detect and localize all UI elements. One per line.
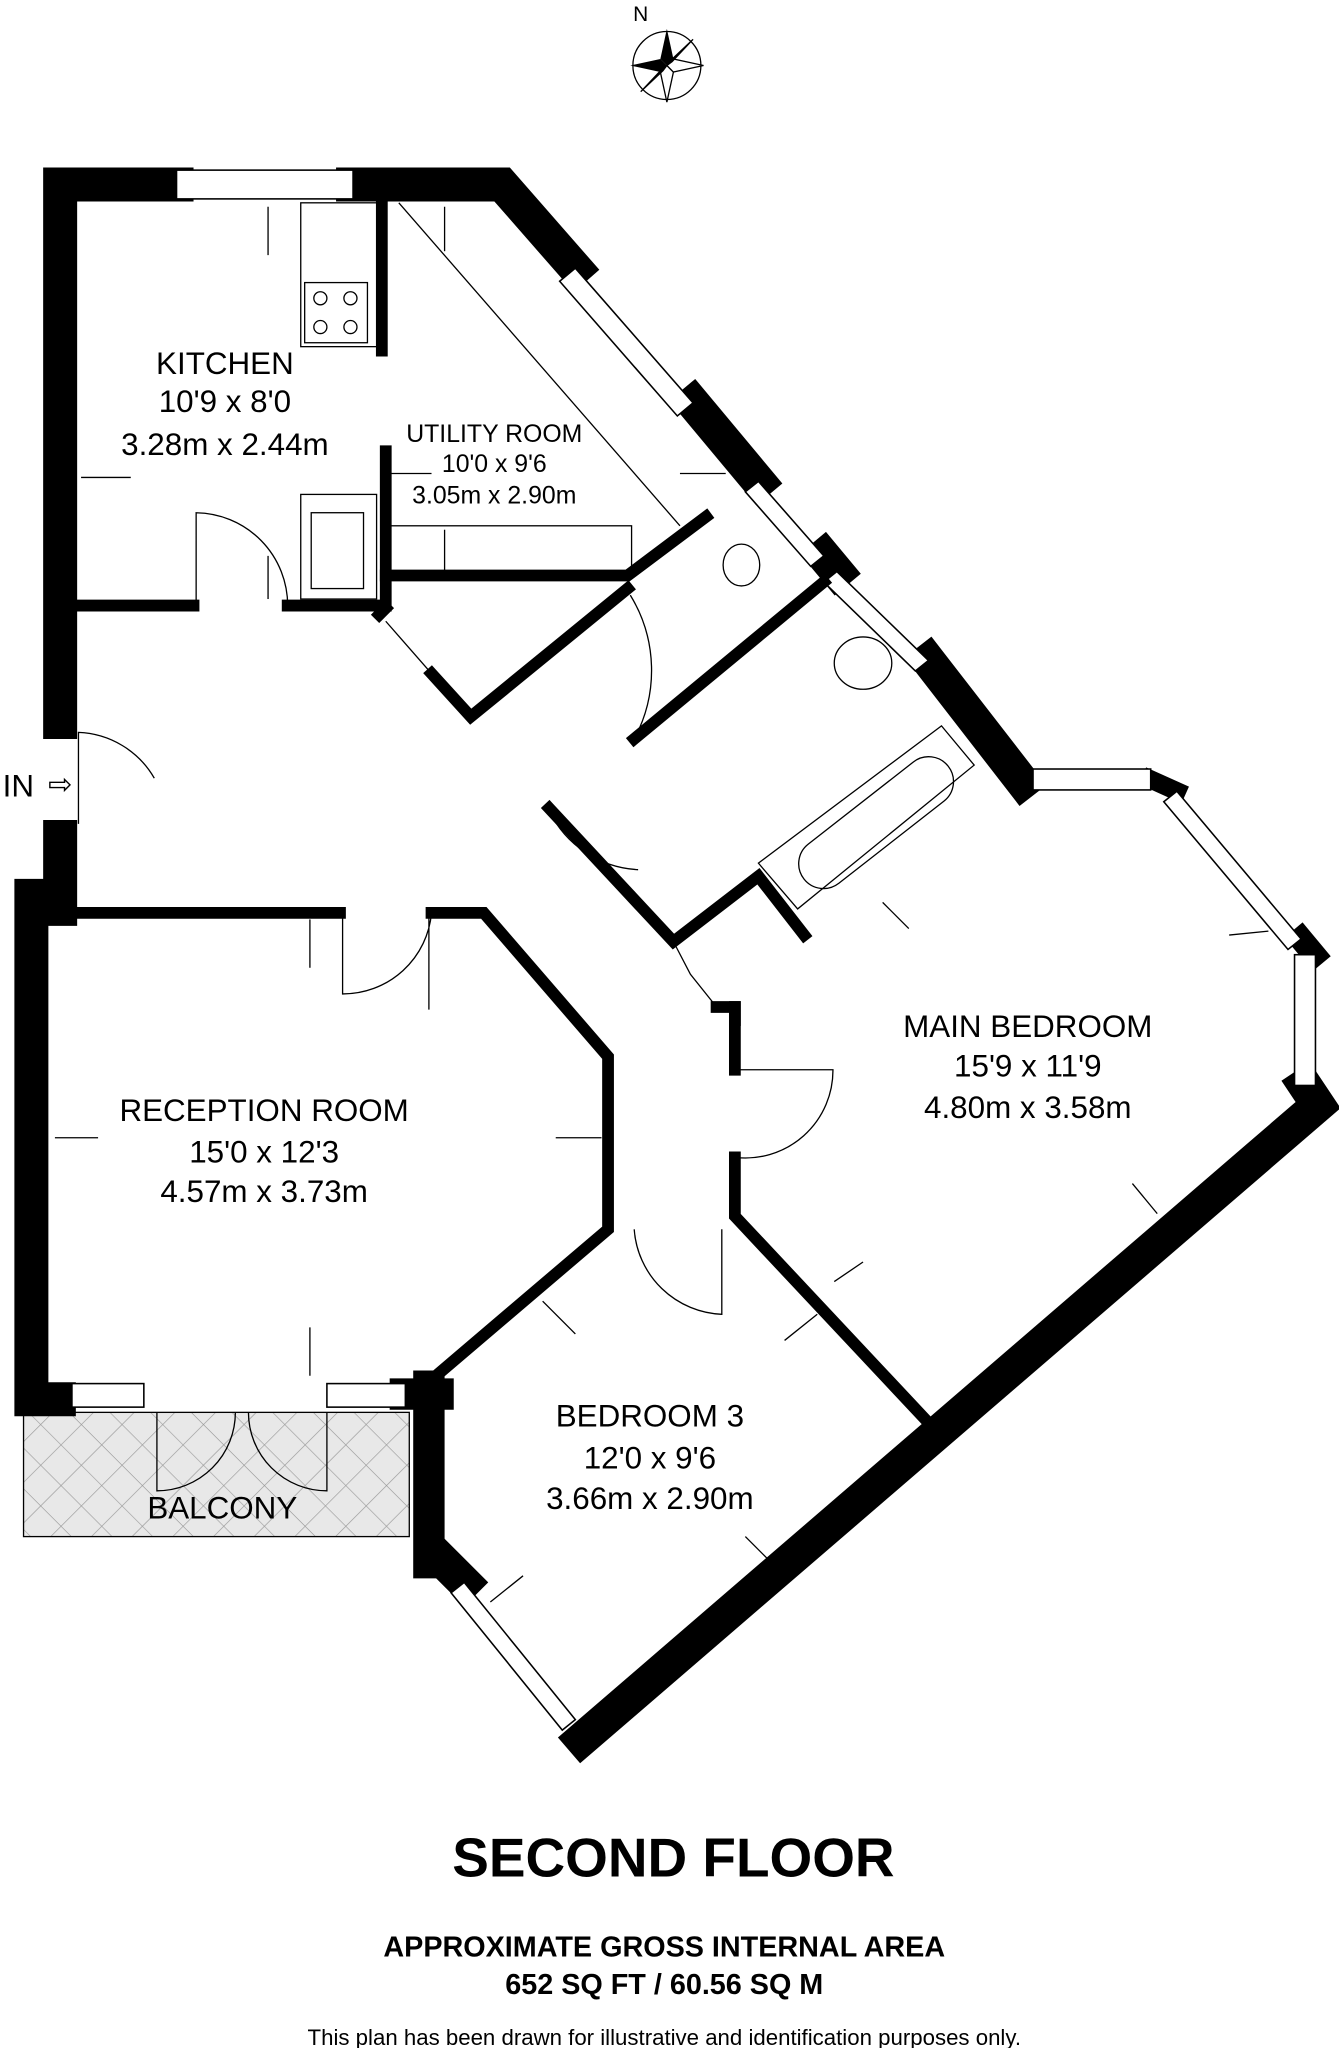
room-size-imperial: 10'0 x 9'6 bbox=[442, 451, 547, 478]
interior-walls bbox=[43, 196, 940, 1434]
disclaimer: This plan has been drawn for illustrativ… bbox=[308, 2025, 1021, 2048]
balcony-area bbox=[22, 1411, 410, 1538]
compass-icon bbox=[630, 28, 704, 103]
bathtub-icon bbox=[757, 724, 976, 910]
room-size-imperial: 15'9 x 11'9 bbox=[954, 1048, 1101, 1083]
area-heading: APPROXIMATE GROSS INTERNAL AREA bbox=[383, 1931, 945, 1963]
room-name: BEDROOM 3 bbox=[556, 1399, 744, 1434]
room-name: MAIN BEDROOM bbox=[903, 1009, 1152, 1044]
room-size-imperial: 12'0 x 9'6 bbox=[584, 1441, 716, 1476]
room-label-balcony: BALCONY bbox=[147, 1490, 297, 1525]
basin-icon bbox=[833, 636, 893, 690]
room-name: UTILITY ROOM bbox=[406, 421, 582, 448]
area-value: 652 SQ FT / 60.56 SQ M bbox=[505, 1969, 823, 2001]
hob-icon bbox=[304, 281, 369, 344]
room-label-utility: UTILITY ROOM 10'0 x 9'6 3.05m x 2.90m bbox=[406, 421, 582, 509]
dimension-arrows bbox=[54, 206, 1269, 1603]
compass-north-label: N bbox=[633, 3, 648, 26]
entrance-arrow-icon: ⇨ bbox=[48, 769, 72, 801]
room-label-bedroom-3: BEDROOM 3 12'0 x 9'6 3.66m x 2.90m bbox=[546, 1399, 754, 1516]
sink-icon bbox=[300, 493, 378, 600]
room-size-metric: 4.80m x 3.58m bbox=[924, 1090, 1132, 1125]
room-size-imperial: 10'9 x 8'0 bbox=[159, 384, 291, 419]
room-label-main-bedroom: MAIN BEDROOM 15'9 x 11'9 4.80m x 3.58m bbox=[903, 1009, 1152, 1125]
room-size-metric: 3.05m x 2.90m bbox=[412, 483, 576, 510]
room-label-kitchen: KITCHEN 10'9 x 8'0 3.28m x 2.44m bbox=[121, 346, 329, 462]
room-size-metric: 3.28m x 2.44m bbox=[121, 427, 329, 462]
room-size-metric: 4.57m x 3.73m bbox=[160, 1174, 368, 1209]
exterior-walls bbox=[14, 167, 1339, 1764]
room-name: RECEPTION ROOM bbox=[119, 1093, 408, 1128]
room-size-metric: 3.66m x 2.90m bbox=[546, 1481, 754, 1516]
doors bbox=[77, 512, 834, 1492]
room-size-imperial: 15'0 x 12'3 bbox=[189, 1135, 339, 1170]
room-name: KITCHEN bbox=[156, 346, 294, 381]
room-label-reception: RECEPTION ROOM 15'0 x 12'3 4.57m x 3.73m bbox=[119, 1093, 408, 1209]
entrance-label: IN bbox=[3, 768, 34, 803]
kitchen-fixtures bbox=[300, 202, 976, 910]
toilet-icon bbox=[722, 543, 761, 587]
floor-title: SECOND FLOOR bbox=[452, 1827, 894, 1889]
